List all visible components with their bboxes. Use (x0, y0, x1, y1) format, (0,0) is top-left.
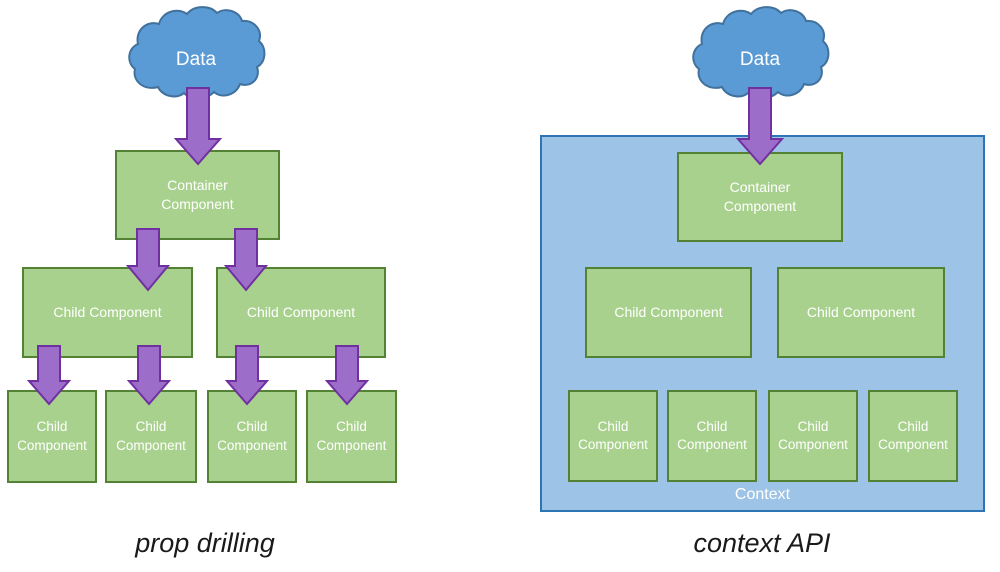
right-child-component-box-2: Child Component (777, 267, 945, 358)
right-child-component-label-1: Child Component (614, 304, 723, 321)
context-label: Context (734, 486, 791, 503)
left-data-cloud-label: Data (175, 49, 217, 70)
right-container-component-label: Container Component (723, 179, 797, 214)
left-arrow-cloud-to-container-icon (173, 87, 223, 166)
left-child-component-label-1: Child Component (53, 304, 162, 321)
left-leaf-component-box-3: Child Component (207, 390, 297, 483)
cloud-icon (128, 6, 266, 100)
left-leaf-component-label-4: Child Component (316, 419, 387, 453)
right-leaf-component-label-4: Child Component (878, 418, 948, 452)
cloud-icon (692, 6, 830, 100)
context-api-caption: context API (693, 528, 831, 558)
left-container-component-box: Container Component (115, 150, 280, 240)
left-leaf-component-label-3: Child Component (217, 419, 287, 453)
left-child-component-label-2: Child Component (246, 304, 356, 321)
left-child-component-box-1: Child Component (22, 267, 193, 358)
left-arrow-container-to-child-1-icon (125, 228, 171, 292)
right-data-cloud-label: Data (739, 49, 781, 70)
right-child-component-label-2: Child Component (806, 304, 916, 321)
prop-drilling-caption: prop drilling (135, 528, 275, 558)
left-arrow-child-to-leaf-3-icon (224, 345, 270, 406)
left-leaf-component-label-1: Child Component (17, 419, 87, 453)
right-arrow-cloud-to-container-icon (735, 87, 785, 166)
left-data-cloud: Data (128, 5, 266, 102)
left-arrow-child-to-leaf-1-icon (26, 345, 72, 406)
right-leaf-component-label-3: Child Component (778, 418, 848, 452)
left-container-component-label: Container Component (161, 177, 234, 212)
right-leaf-component-box-3: Child Component (768, 390, 858, 482)
right-leaf-component-box-4: Child Component (868, 390, 958, 482)
right-leaf-component-label-1: Child Component (578, 418, 648, 452)
left-arrow-child-to-leaf-2-icon (126, 345, 172, 406)
right-child-component-box-1: Child Component (585, 267, 752, 358)
left-leaf-component-label-2: Child Component (116, 419, 186, 453)
right-leaf-component-box-1: Child Component (568, 390, 658, 482)
right-leaf-component-box-2: Child Component (667, 390, 757, 482)
left-arrow-container-to-child-2-icon (223, 228, 269, 292)
left-leaf-component-box-4: Child Component (306, 390, 397, 483)
right-container-component-box: Container Component (677, 152, 843, 242)
left-arrow-child-to-leaf-4-icon (324, 345, 370, 406)
right-data-cloud: Data (692, 5, 830, 102)
right-leaf-component-label-2: Child Component (677, 418, 747, 452)
